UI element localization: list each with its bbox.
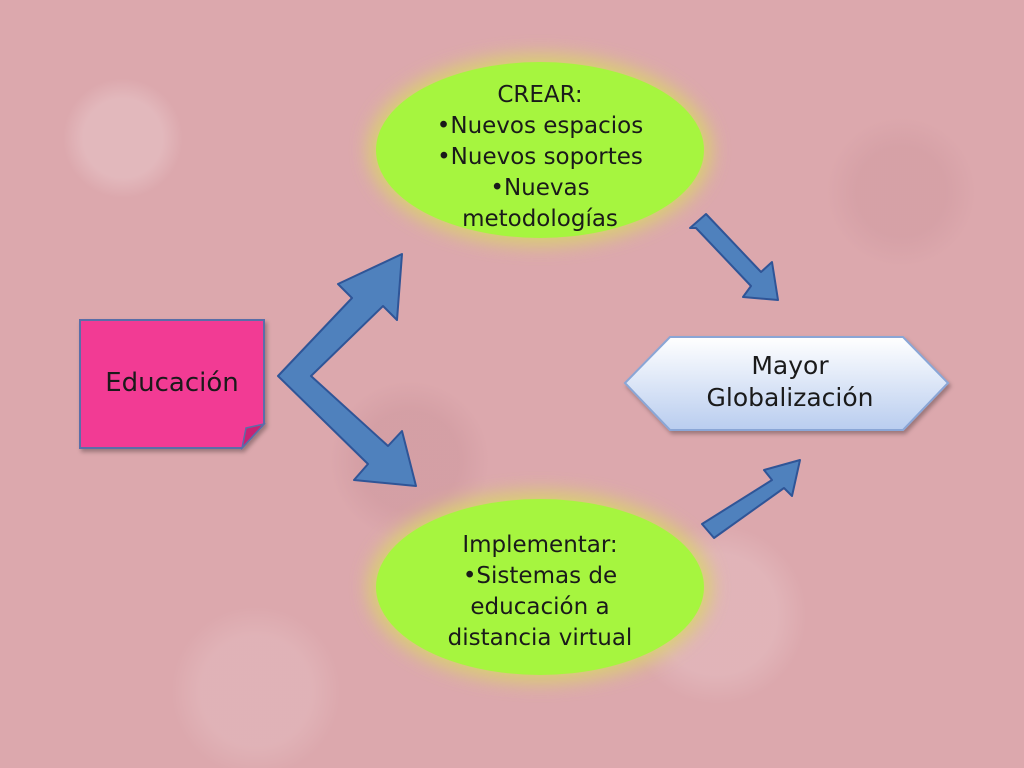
create-line: •Nuevos espacios [436, 113, 644, 139]
create-line: CREAR: [497, 82, 583, 108]
implement-line: •Sistemas de [462, 563, 618, 589]
education-label: Educación [105, 368, 239, 398]
implement-line: Implementar: [462, 532, 618, 558]
globalization-line: Mayor [751, 351, 829, 380]
arrow-create-to-globalization [689, 213, 779, 301]
globalization-hexagon [623, 336, 950, 431]
create-ellipse [376, 62, 704, 238]
create-line: metodologías [462, 206, 618, 232]
create-line: •Nuevos soportes [437, 144, 643, 170]
implement-line: distancia virtual [447, 625, 633, 651]
implement-text: Implementar: •Sistemas de educación a di… [400, 530, 680, 654]
create-text: CREAR: •Nuevos espacios •Nuevos soportes… [400, 80, 680, 235]
globalization-label: Mayor Globalización [660, 350, 920, 414]
implement-ellipse [376, 499, 704, 675]
branch-arrow [277, 253, 417, 487]
education-note [79, 319, 267, 451]
globalization-line: Globalización [706, 383, 874, 412]
implement-line: educación a [470, 594, 610, 620]
create-line: •Nuevas [490, 175, 590, 201]
arrow-implement-to-globalization [701, 459, 801, 539]
